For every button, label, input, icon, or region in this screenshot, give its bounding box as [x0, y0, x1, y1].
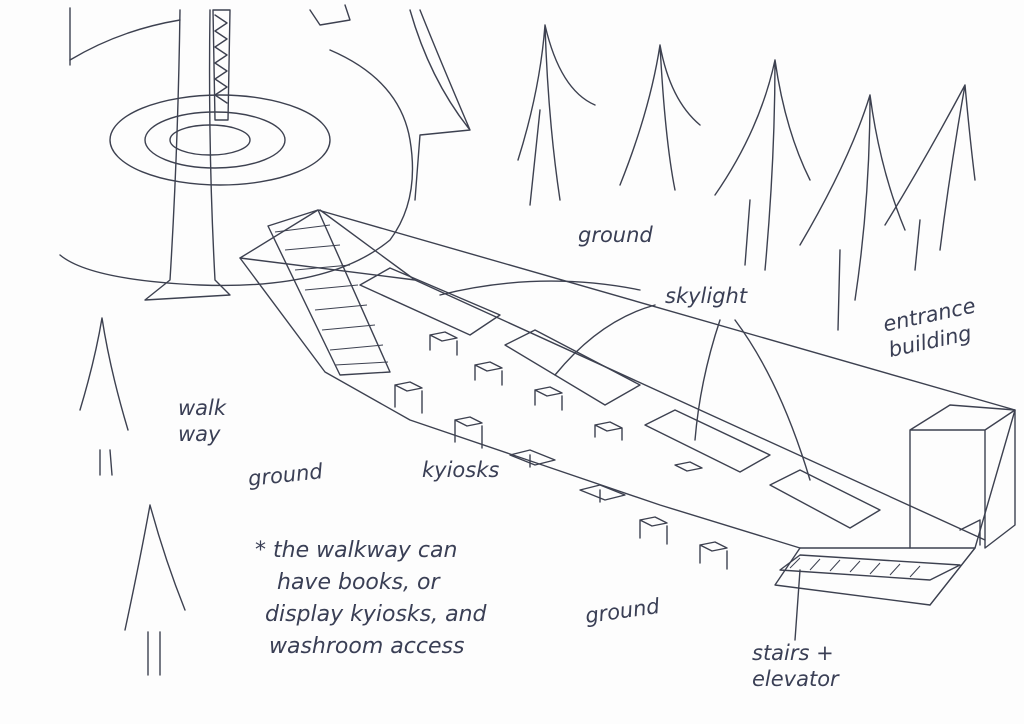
skylights: [359, 267, 881, 529]
background-trees: [79, 24, 976, 676]
kiosks: [394, 331, 728, 570]
tree-stump: [59, 4, 471, 301]
note-line: have books, or: [277, 569, 440, 595]
walkway-note: * the walkway can have books, or display…: [255, 535, 486, 663]
walkway-structure: [239, 209, 1016, 606]
label-ground-top: ground: [578, 223, 653, 247]
label-skylight: skylight: [665, 284, 748, 308]
note-line: * the walkway can: [255, 538, 458, 563]
note-line: washroom access: [269, 633, 465, 659]
label-kiosks: kyiosks: [422, 458, 500, 482]
label-walkway: walk way: [178, 396, 227, 447]
leader-lines: [439, 280, 811, 641]
note-line: display kyiosks, and: [265, 601, 487, 627]
label-stairs-elevator: stairs + elevator: [752, 641, 839, 692]
